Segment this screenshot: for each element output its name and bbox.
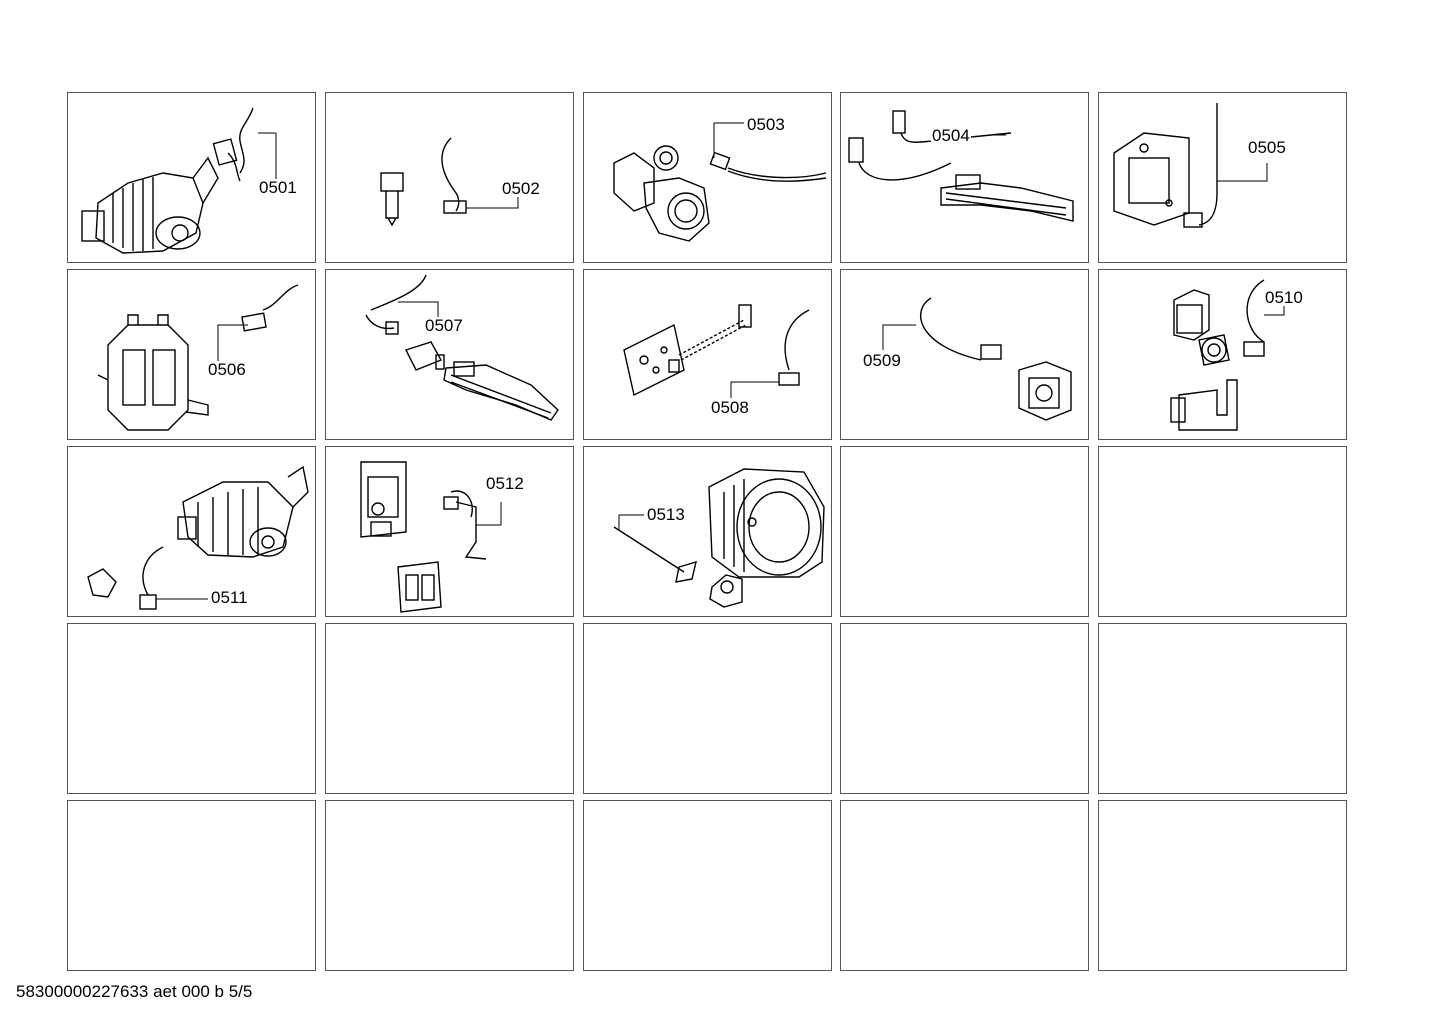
part-label: 0513 — [646, 505, 686, 524]
control-board-icon — [623, 304, 810, 398]
part-label: 0501 — [258, 178, 298, 197]
part-cell-0504[interactable]: 0504 — [840, 92, 1089, 263]
drum-assembly-icon — [613, 468, 825, 608]
part-label: 0504 — [931, 126, 971, 145]
part-label: 0508 — [710, 398, 750, 417]
empty-cell — [840, 800, 1089, 971]
part-label: 0506 — [207, 360, 247, 379]
empty-cell — [840, 446, 1089, 617]
part-cell-0512[interactable]: 0512 — [325, 446, 574, 617]
heater-harness-icon — [365, 274, 559, 421]
empty-cell — [67, 623, 316, 794]
part-label: 0512 — [485, 474, 525, 493]
inlet-valve-icon — [97, 284, 299, 431]
part-cell-0513[interactable]: 0513 — [583, 446, 832, 617]
part-cell-0501[interactable]: 0501 — [67, 92, 316, 263]
motor-icon — [81, 107, 277, 254]
motor-icon — [87, 465, 309, 610]
part-label: 0505 — [1247, 138, 1287, 157]
part-cell-0509[interactable]: 0509 — [840, 269, 1089, 440]
empty-cell — [583, 623, 832, 794]
part-cell-0502[interactable]: 0502 — [325, 92, 574, 263]
part-cell-0508[interactable]: 0508 — [583, 269, 832, 440]
part-cell-0510[interactable]: 0510 — [1098, 269, 1347, 440]
empty-cell — [1098, 623, 1347, 794]
part-label: 0511 — [210, 588, 249, 607]
valve-bracket-icon — [1170, 279, 1285, 431]
power-module-icon — [360, 461, 502, 613]
empty-cell — [1098, 446, 1347, 617]
heater-harness-icon — [848, 110, 1074, 222]
module-box-icon — [1113, 103, 1268, 228]
empty-cell — [1098, 800, 1347, 971]
part-cell-0511[interactable]: 0511 — [67, 446, 316, 617]
part-label: 0507 — [424, 316, 464, 335]
empty-cell — [583, 800, 832, 971]
pressure-switch-icon — [882, 297, 1072, 421]
part-cell-0506[interactable]: 0506 — [67, 269, 316, 440]
part-label: 0509 — [862, 351, 902, 370]
part-label: 0510 — [1264, 288, 1304, 307]
empty-cell — [840, 623, 1089, 794]
document-id: 58300000227633 aet 000 b 5/5 — [16, 982, 253, 1001]
part-cell-0507[interactable]: 0507 — [325, 269, 574, 440]
part-label: 0502 — [501, 179, 541, 198]
empty-cell — [325, 800, 574, 971]
part-cell-0505[interactable]: 0505 — [1098, 92, 1347, 263]
part-cell-0503[interactable]: 0503 — [583, 92, 832, 263]
drain-pump-icon — [613, 122, 827, 242]
empty-cell — [67, 800, 316, 971]
sensor-plug-icon — [380, 137, 519, 227]
part-label: 0503 — [746, 115, 786, 134]
empty-cell — [325, 623, 574, 794]
